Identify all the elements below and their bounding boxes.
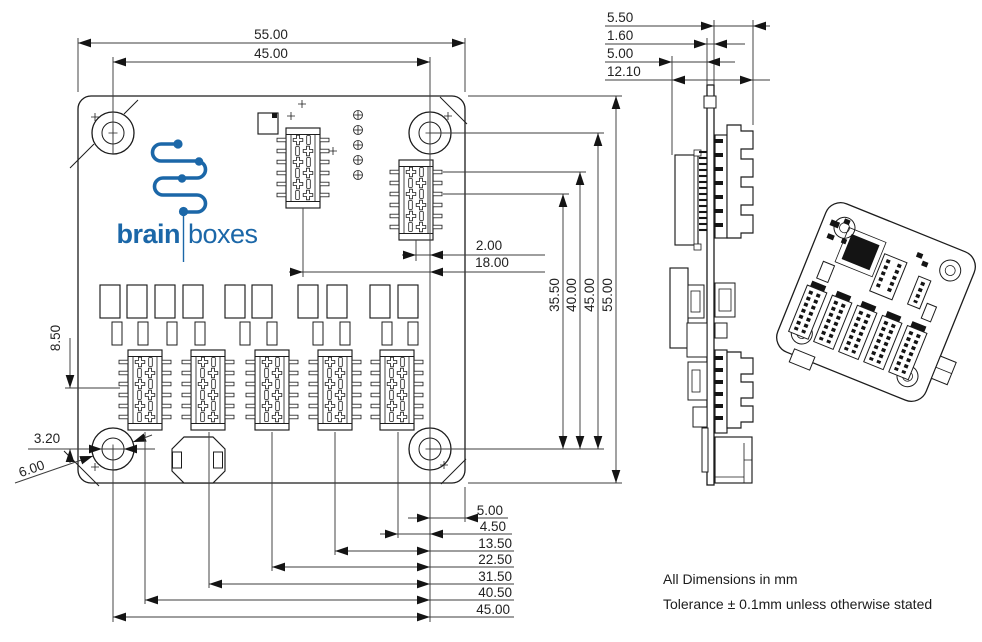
- dim-top-55: 55.00: [77, 27, 466, 92]
- front-dimensions: 55.00 45.00 35.50 40.00: [14, 27, 622, 622]
- dim-label: 5.00: [607, 46, 633, 61]
- smt-pins-right-bottom: [714, 356, 723, 420]
- dim-label: 45.00: [254, 46, 288, 61]
- smt-pins-right-top: [714, 139, 723, 227]
- side-view: [669, 84, 754, 486]
- dim-label: 5.50: [607, 10, 633, 25]
- dim-label: 22.50: [478, 552, 512, 567]
- pcb-edge: [706, 84, 715, 486]
- dim-label: 12.10: [607, 64, 641, 79]
- inductor-component: [171, 436, 226, 484]
- test-point: [353, 125, 363, 135]
- dim-left-group: 8.50 3.20 6.00: [14, 325, 155, 484]
- dim-bottom-stack: 5.00 4.50 13.50 22.50 31.50 40.50: [112, 432, 514, 622]
- isometric-view: [776, 202, 976, 402]
- component-square: [257, 112, 279, 135]
- component-rows: [99, 284, 419, 346]
- dim-label: 1.60: [607, 28, 633, 43]
- test-point: [353, 110, 363, 120]
- connector-3d-row: [787, 280, 928, 381]
- logo-dot: [178, 206, 189, 217]
- dim-top-45: 45.00: [112, 46, 431, 622]
- dim-label: 45.00: [476, 602, 510, 617]
- dim-label: 5.00: [477, 503, 503, 518]
- dim-label: 40.50: [478, 585, 512, 600]
- dim-label: 2.00: [476, 238, 502, 253]
- dim-label: 6.00: [17, 457, 47, 480]
- drawing-notes: All Dimensions in mm Tolerance ± 0.1mm u…: [663, 571, 932, 612]
- brainboxes-logo: brain boxes: [116, 139, 258, 262]
- test-point: [353, 155, 363, 165]
- front-view: brain boxes: [63, 95, 468, 487]
- dim-label: 45.00: [582, 278, 597, 312]
- logo-dot: [194, 157, 204, 166]
- note-units: All Dimensions in mm: [663, 571, 798, 587]
- logo-text-boxes: boxes: [188, 219, 258, 249]
- main-chip: [841, 233, 880, 271]
- test-point: [353, 170, 363, 180]
- dim-label: 55.00: [254, 27, 288, 42]
- dim-label: 31.50: [478, 569, 512, 584]
- logo-dot: [177, 174, 187, 183]
- dim-label: 40.00: [564, 278, 579, 312]
- test-point: [353, 140, 363, 150]
- dim-label: 8.50: [48, 325, 63, 351]
- smt-pins-left: [699, 150, 707, 232]
- dim-label: 3.20: [34, 431, 60, 446]
- small-components: [90, 99, 453, 472]
- logo-text-brain: brain: [116, 219, 180, 249]
- dim-label: 35.50: [547, 278, 562, 312]
- dim-label: 18.00: [475, 255, 509, 270]
- note-tolerance: Tolerance ± 0.1mm unless otherwise state…: [663, 596, 932, 612]
- dim-label: 55.00: [600, 278, 615, 312]
- pcb-3d-outline: [776, 202, 976, 402]
- dim-label: 13.50: [478, 536, 512, 551]
- dim-right-vertical: 35.50 40.00 45.00 55.00: [430, 95, 622, 484]
- dim-label: 4.50: [480, 519, 506, 534]
- dim-connector-offsets: 2.00 18.00: [289, 208, 545, 277]
- logo-dot: [173, 139, 183, 149]
- side-dimensions: 5.50 1.60 5.00 12.10: [605, 10, 770, 155]
